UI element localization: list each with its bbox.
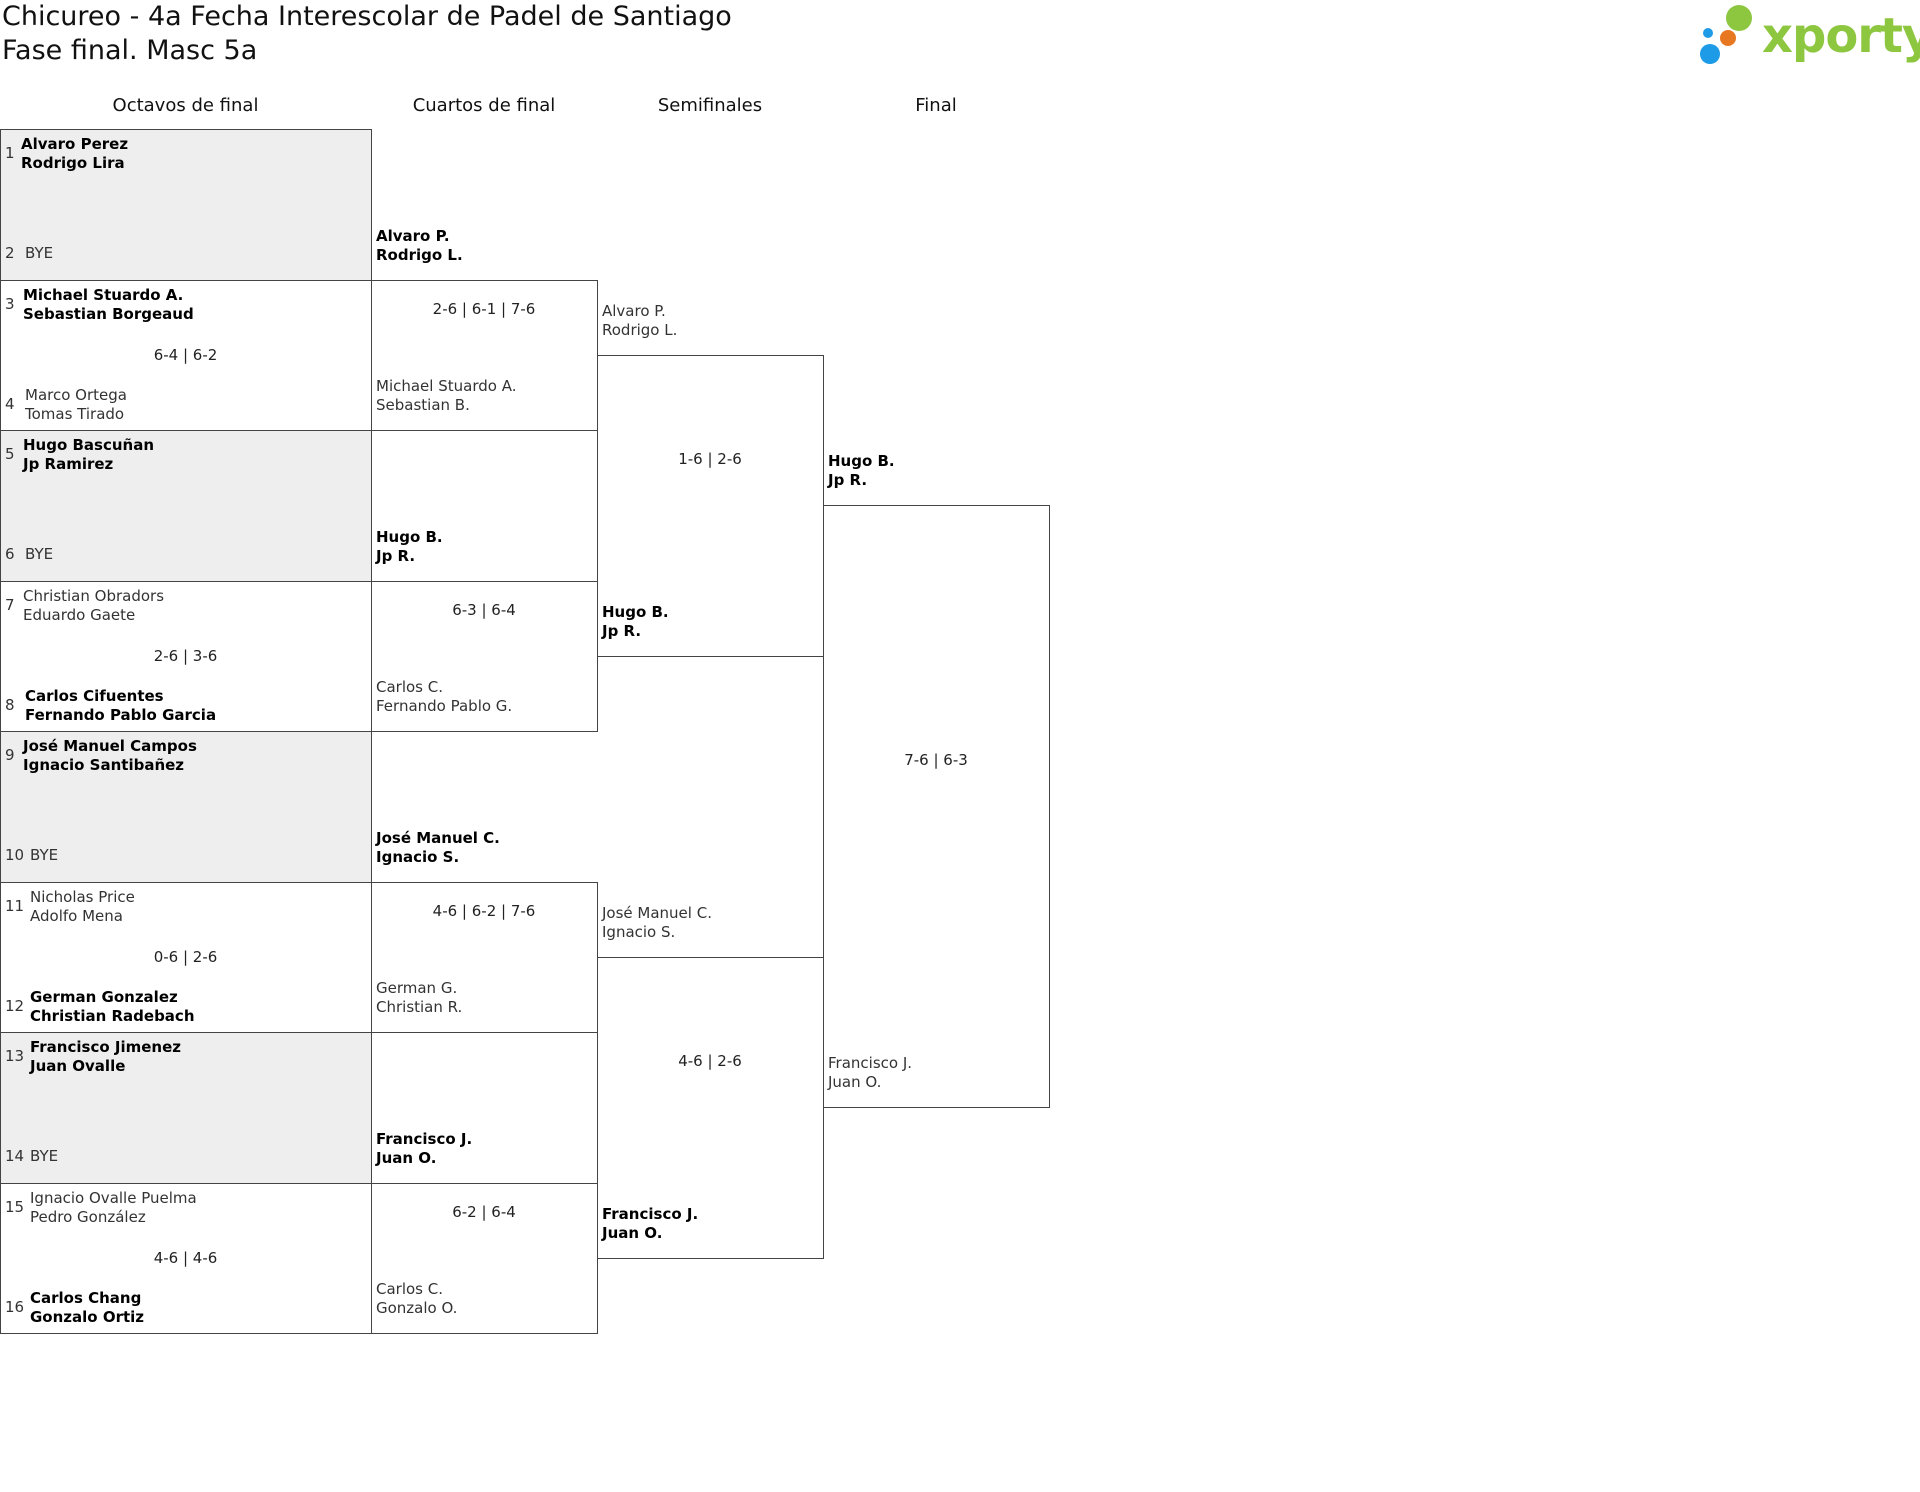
seed-number: 14 <box>5 1147 25 1165</box>
player-name: Carlos Cifuentes <box>25 686 164 705</box>
player-name: Sebastian Borgeaud <box>23 304 194 323</box>
seed-number: 10 <box>5 846 25 864</box>
player-name: Hugo B. <box>602 602 669 621</box>
player-name: German G. <box>376 979 458 997</box>
match-score: 0-6 | 2-6 <box>153 947 218 966</box>
player-name: BYE <box>30 1147 59 1165</box>
player-name: Juan O. <box>828 1073 882 1092</box>
player-name: Eduardo Gaete <box>23 605 136 624</box>
player-name: Francisco J. <box>376 1129 473 1148</box>
seed-number: 6 <box>5 545 15 563</box>
player-name: Gonzalo Ortiz <box>30 1307 145 1326</box>
match-score: 4-6 | 4-6 <box>153 1248 218 1267</box>
player-name: Jp R. <box>828 471 868 490</box>
player-name: BYE <box>25 244 54 262</box>
player-name: Christian Obradors <box>23 586 165 605</box>
round-header: Octavos de final <box>112 95 259 116</box>
player-name: Rodrigo L. <box>602 320 678 339</box>
player-name: José Manuel C. <box>602 903 712 922</box>
player-name: Ignacio Santibañez <box>23 756 185 774</box>
seed-number: 4 <box>5 394 15 413</box>
match-box <box>0 731 372 883</box>
player-name: German Gonzalez <box>30 987 178 1006</box>
player-name: Ignacio S. <box>376 847 460 866</box>
player-name: Francisco Jimenez <box>30 1038 181 1056</box>
match-score: 4-6 | 2-6 <box>678 1052 742 1071</box>
player-name: Hugo B. <box>828 452 895 471</box>
seed-number: 5 <box>5 445 15 463</box>
player-name: Pedro González <box>30 1207 146 1226</box>
match-score: 2-6 | 6-1 | 7-6 <box>432 299 536 318</box>
seed-number: 3 <box>5 294 15 313</box>
player-name: Michael Stuardo A. <box>23 285 184 304</box>
seed-number: 7 <box>5 595 15 614</box>
round-header: Final <box>915 95 957 116</box>
player-name: Ignacio Ovalle Puelma <box>30 1188 197 1207</box>
round-header: Semifinales <box>657 95 763 116</box>
player-name: Juan O. <box>376 1148 437 1167</box>
player-name: Hugo B. <box>376 527 443 546</box>
logo-dots-icon <box>1700 5 1752 64</box>
xporty-logo: xporty <box>1695 4 1920 68</box>
match-score: 6-3 | 6-4 <box>452 600 516 619</box>
player-name: Christian R. <box>376 998 463 1016</box>
player-name: Sebastian B. <box>376 396 470 414</box>
player-name: Jp Ramirez <box>23 455 114 473</box>
player-name: Alvaro P. <box>376 226 450 245</box>
player-name: Jp R. <box>376 546 416 565</box>
player-name: Alvaro P. <box>602 301 666 320</box>
match-box <box>0 430 372 582</box>
player-name: Carlos C. <box>376 678 444 696</box>
round-header: Cuartos de final <box>412 95 556 116</box>
match-score: 6-2 | 6-4 <box>452 1202 516 1221</box>
seed-number: 16 <box>5 1297 25 1316</box>
player-name: Tomas Tirado <box>25 404 125 423</box>
seed-number: 2 <box>5 244 15 262</box>
match-score: 4-6 | 6-2 | 7-6 <box>432 901 536 920</box>
match-score: 6-4 | 6-2 <box>153 345 218 364</box>
seed-number: 1 <box>5 144 15 162</box>
match-score: 7-6 | 6-3 <box>904 751 968 770</box>
seed-number: 11 <box>5 896 25 915</box>
player-name: BYE <box>30 846 59 864</box>
player-name: Jp R. <box>602 621 642 640</box>
player-name: Marco Ortega <box>25 385 127 404</box>
player-name: Michael Stuardo A. <box>376 377 517 395</box>
player-name: Hugo Bascuñan <box>23 436 155 454</box>
player-name: Fernando Pablo G. <box>376 697 513 715</box>
match-score: 2-6 | 3-6 <box>153 646 218 665</box>
seed-number: 15 <box>5 1197 25 1216</box>
player-name: Fernando Pablo Garcia <box>25 705 217 724</box>
seed-number: 9 <box>5 746 15 764</box>
match-box <box>0 1032 372 1184</box>
player-name: Juan O. <box>602 1223 663 1242</box>
phase-subtitle: Fase final. Masc 5a <box>2 35 258 66</box>
seed-number: 8 <box>5 695 15 714</box>
logo-text: xporty <box>1762 8 1920 64</box>
player-name: Ignacio S. <box>602 922 676 941</box>
seed-number: 12 <box>5 996 25 1015</box>
player-name: Christian Radebach <box>30 1006 195 1025</box>
match-score: 1-6 | 2-6 <box>678 450 742 469</box>
player-name: Rodrigo L. <box>376 245 463 264</box>
player-name: Adolfo Mena <box>30 906 123 925</box>
player-name: BYE <box>25 545 54 563</box>
tournament-title: Chicureo - 4a Fecha Interescolar de Pade… <box>2 1 732 32</box>
player-name: Francisco J. <box>602 1204 699 1223</box>
player-name: José Manuel Campos <box>23 737 197 755</box>
player-name: Gonzalo O. <box>376 1299 458 1317</box>
player-name: Carlos Chang <box>30 1288 142 1307</box>
player-name: Juan Ovalle <box>30 1057 126 1075</box>
match-box <box>823 505 1050 1109</box>
player-name: Nicholas Price <box>30 887 135 906</box>
player-name: Rodrigo Lira <box>21 154 125 172</box>
seed-number: 13 <box>5 1047 25 1065</box>
player-name: José Manuel C. <box>376 828 500 847</box>
player-name: Alvaro Perez <box>21 135 129 153</box>
player-name: Carlos C. <box>376 1280 444 1298</box>
match-box <box>0 129 372 281</box>
player-name: Francisco J. <box>828 1054 913 1073</box>
